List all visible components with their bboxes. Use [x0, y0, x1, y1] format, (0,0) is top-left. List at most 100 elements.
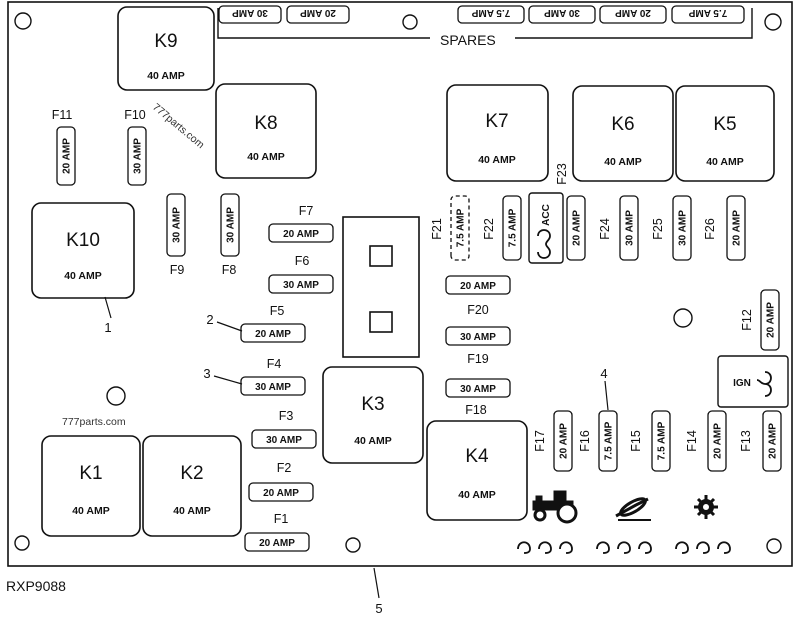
svg-text:K5: K5 — [713, 114, 736, 135]
fuse-label: F6 — [295, 254, 310, 268]
fuse-f21: 7.5 AMP F21 — [430, 195, 470, 261]
spare-fuse — [599, 5, 667, 24]
svg-text:40 AMP: 40 AMP — [173, 505, 211, 517]
terminal-clips — [517, 541, 731, 554]
spare-fuse-rating: 20 AMP — [300, 7, 336, 18]
fuse-f20: 20 AMP F20 — [445, 275, 511, 317]
gear-icon — [694, 495, 718, 519]
spare-fuse-rating: 30 AMP — [232, 7, 268, 18]
fuse-f11: 20 AMP F11 — [52, 108, 76, 186]
relay-k6: K6 40 AMP — [572, 85, 674, 182]
fuse-f10: 30 AMP F10 — [124, 108, 147, 186]
mounting-hole — [673, 308, 693, 328]
svg-text:7.5 AMP: 7.5 AMP — [657, 421, 668, 460]
svg-text:7.5 AMP: 7.5 AMP — [604, 421, 615, 460]
tractor-icon — [532, 490, 578, 524]
fuse-label: F7 — [299, 204, 314, 218]
svg-text:K3: K3 — [361, 394, 384, 415]
fuse-f1: 20 AMP F1 — [244, 512, 310, 552]
svg-text:20 AMP: 20 AMP — [255, 329, 291, 340]
svg-text:20 AMP: 20 AMP — [732, 210, 743, 246]
fuse-f26: 20 AMP F26 — [703, 195, 746, 261]
svg-text:40 AMP: 40 AMP — [72, 505, 110, 517]
drawing-id: RXP9088 — [6, 578, 66, 594]
fuse-label: F22 — [482, 218, 496, 240]
fuse-label: F16 — [578, 430, 592, 452]
spare-fuse-rating: 30 AMP — [544, 7, 580, 18]
svg-text:30 AMP: 30 AMP — [133, 138, 144, 174]
terminal-clip-icon — [517, 541, 531, 554]
callout-5: 5 — [375, 601, 382, 616]
svg-text:40 AMP: 40 AMP — [458, 489, 496, 501]
fuse-label: F15 — [629, 430, 643, 452]
fuse-label: F17 — [533, 430, 547, 452]
fuse-f22: 7.5 AMP F22 — [482, 195, 522, 261]
relay-k1: K1 40 AMP — [41, 435, 141, 537]
fuse-label: F20 — [467, 303, 489, 317]
svg-text:20 AMP: 20 AMP — [283, 229, 319, 240]
fuse-label: F19 — [467, 352, 489, 366]
fuse-f8: 30 AMP F8 — [220, 193, 240, 277]
spare-fuse — [218, 5, 282, 24]
svg-text:20 AMP: 20 AMP — [713, 423, 724, 459]
svg-text:20 AMP: 20 AMP — [559, 423, 570, 459]
terminal-clip-icon — [717, 541, 731, 554]
relay-k9: K9 40 AMP — [117, 6, 215, 91]
fuse-label: F8 — [222, 263, 237, 277]
svg-text:K6: K6 — [611, 114, 634, 135]
mounting-hole — [766, 538, 782, 554]
watermark: 777parts.com — [62, 416, 126, 428]
callout-leader — [373, 567, 380, 599]
svg-text:30 AMP: 30 AMP — [678, 210, 689, 246]
callout-leader — [216, 321, 243, 332]
svg-text:40 AMP: 40 AMP — [147, 70, 185, 82]
svg-text:30 AMP: 30 AMP — [172, 207, 183, 243]
svg-text:40 AMP: 40 AMP — [64, 270, 102, 282]
terminal-clip-icon — [538, 541, 552, 554]
spare-fuse — [457, 5, 525, 24]
terminal-clip-icon — [696, 541, 710, 554]
fuse-f2: 20 AMP F2 — [248, 461, 314, 502]
svg-text:K1: K1 — [79, 463, 102, 484]
mounting-hole — [14, 12, 32, 30]
connector-socket — [369, 311, 393, 333]
relay-k8: K8 40 AMP — [215, 83, 317, 179]
svg-text:K4: K4 — [465, 446, 489, 467]
fuse-label: F3 — [279, 409, 294, 423]
terminal-clip-icon — [596, 541, 610, 554]
fuse-f5: 20 AMP F5 — [240, 304, 306, 343]
svg-text:30 AMP: 30 AMP — [283, 280, 319, 291]
fuse-label: F1 — [274, 512, 289, 526]
fuse-f19: 30 AMP F19 — [445, 326, 511, 366]
terminal-clip-icon — [537, 229, 551, 259]
fuse-label: F10 — [124, 108, 146, 122]
svg-text:K8: K8 — [254, 113, 277, 134]
fuse-label: F12 — [740, 309, 754, 331]
svg-text:30 AMP: 30 AMP — [266, 435, 302, 446]
terminal-clip-icon — [638, 541, 652, 554]
fuse-label: F21 — [430, 218, 444, 240]
fuse-label: F11 — [52, 108, 73, 122]
fuse-f3: 30 AMP F3 — [251, 409, 317, 449]
spare-fuses-group: 30 AMP 20 AMP 7.5 AMP 30 AMP 20 AMP 7.5 … — [218, 5, 745, 24]
mounting-hole — [14, 535, 30, 551]
svg-text:20 AMP: 20 AMP — [62, 138, 73, 174]
svg-text:40 AMP: 40 AMP — [604, 156, 642, 168]
svg-text:40 AMP: 40 AMP — [478, 154, 516, 166]
svg-text:30 AMP: 30 AMP — [255, 382, 291, 393]
callouts: 1 2 3 4 5 — [104, 296, 609, 616]
svg-text:40 AMP: 40 AMP — [247, 151, 285, 163]
spare-fuse-rating: 7.5 AMP — [688, 7, 727, 18]
terminal-clip-icon — [756, 371, 772, 397]
fuse-label: F18 — [465, 403, 487, 417]
relays-group: K9 40 AMP K8 40 AMP K7 40 AMP K6 40 AMP … — [31, 6, 775, 537]
connector-socket — [369, 245, 393, 267]
relay-k4: K4 40 AMP — [426, 420, 528, 521]
svg-text:K2: K2 — [180, 463, 203, 484]
mounting-hole — [402, 14, 418, 30]
relay-k7: K7 40 AMP — [446, 84, 549, 182]
fuse-f15: 7.5 AMP F15 — [629, 410, 671, 472]
fuse-label: F2 — [277, 461, 292, 475]
implement-icon — [615, 497, 651, 521]
